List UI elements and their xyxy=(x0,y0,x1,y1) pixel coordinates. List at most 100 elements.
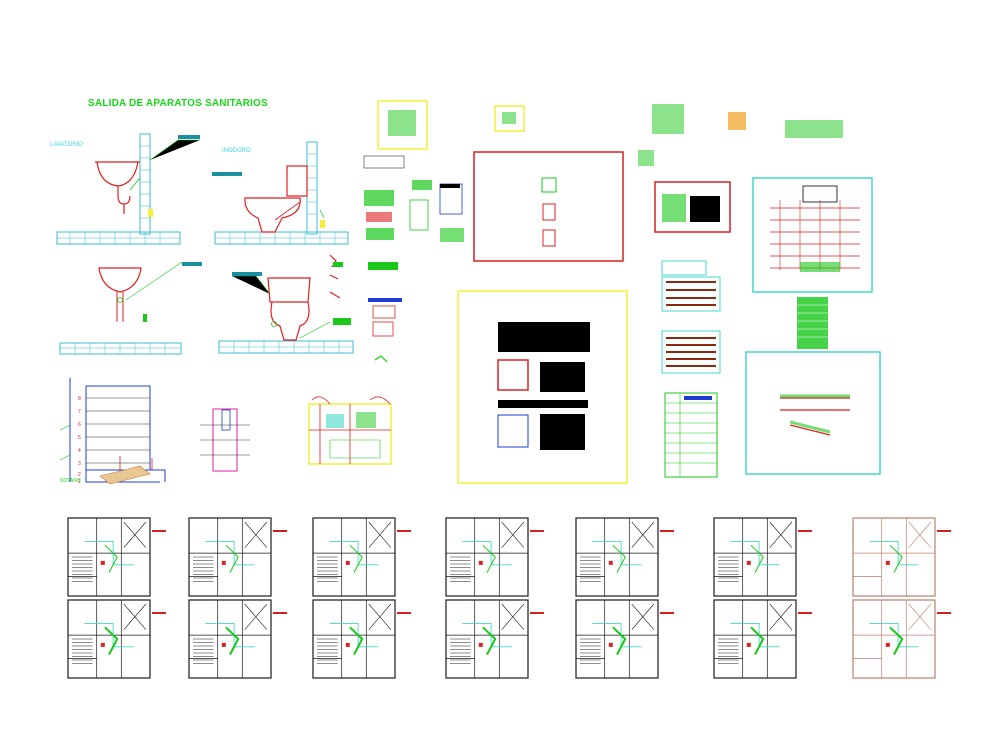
floor-plan xyxy=(852,599,936,679)
cyan-frame-riser-diagram xyxy=(752,177,873,293)
fixture-marker xyxy=(608,560,613,565)
drain-run xyxy=(889,544,903,573)
red-frame-legend xyxy=(654,181,731,233)
plan-title-bar xyxy=(397,612,411,614)
fixture-marker xyxy=(746,642,751,647)
drain-run xyxy=(225,544,239,573)
plan-title-bar xyxy=(530,612,544,614)
floor-number-6: 6 xyxy=(78,422,81,428)
floor-plan-walls xyxy=(446,600,528,678)
drain-run xyxy=(889,626,904,656)
drain-run xyxy=(482,626,497,656)
floor-number-3: 3 xyxy=(78,461,81,467)
lavatory-label: LAVATORIO xyxy=(50,142,83,148)
floor-plan-grid xyxy=(67,517,951,679)
plan-title-bar xyxy=(530,530,544,532)
fixture-marker xyxy=(345,560,350,565)
floor-plan-walls xyxy=(446,518,528,596)
floor-plan-void-mark xyxy=(368,603,392,630)
floor-plan xyxy=(312,517,396,597)
fixture-marker xyxy=(478,642,483,647)
floor-plan-walls xyxy=(189,600,271,678)
lavatory-elevation-detail xyxy=(56,133,200,245)
red-frame-sheet xyxy=(473,151,624,262)
floor-plan-walls xyxy=(576,518,658,596)
fixture-marker xyxy=(885,642,890,647)
plan-title-bar xyxy=(397,530,411,532)
drain-run xyxy=(225,626,240,656)
fixture-marker xyxy=(608,642,613,647)
floor-plan-void-mark xyxy=(501,603,525,630)
plan-title-bar xyxy=(273,612,287,614)
plan-title-bar xyxy=(660,612,674,614)
lavatory-front-detail xyxy=(59,261,202,355)
floor-plan xyxy=(575,517,659,597)
floor-plan-void-mark xyxy=(769,603,793,630)
floor-number-8: 8 xyxy=(78,396,81,402)
drain-run xyxy=(612,626,627,656)
cyan-frame-isometric xyxy=(745,351,881,475)
plan-title-bar xyxy=(798,612,812,614)
floor-plan xyxy=(852,517,936,597)
floor-plan-void-mark xyxy=(908,521,932,548)
plan-title-bar xyxy=(152,530,166,532)
shaft-plan-detail xyxy=(200,408,250,472)
drain-run xyxy=(482,544,496,573)
drain-run xyxy=(349,544,363,573)
toilet-front-detail xyxy=(218,272,354,354)
floor-plan-void-mark xyxy=(123,603,147,630)
drain-run xyxy=(750,626,765,656)
floor-plan-walls xyxy=(313,518,395,596)
floor-plan-walls xyxy=(189,518,271,596)
plan-title-bar xyxy=(152,612,166,614)
yellow-frame-sheet xyxy=(457,290,628,484)
floor-number-2: 2 xyxy=(78,472,81,478)
floor-plan-void-mark xyxy=(908,603,932,630)
fixture-marker xyxy=(885,560,890,565)
fixture-marker xyxy=(746,560,751,565)
small-detail-cluster xyxy=(329,155,464,363)
floor-plan-void-mark xyxy=(244,603,268,630)
floor-plan-void-mark xyxy=(501,521,525,548)
floor-plan-void-mark xyxy=(631,603,655,630)
floor-plan-void-mark xyxy=(123,521,147,548)
floor-plan-void-mark xyxy=(368,521,392,548)
drain-run xyxy=(104,626,119,656)
floor-plan-walls xyxy=(714,600,796,678)
floor-plan xyxy=(713,599,797,679)
fixture-marker xyxy=(221,560,226,565)
fixture-marker xyxy=(478,560,483,565)
floor-plan xyxy=(312,599,396,679)
floor-plan xyxy=(188,517,272,597)
notes-tables xyxy=(661,260,721,478)
floor-plan xyxy=(713,517,797,597)
toilet-label: INODORO xyxy=(222,148,251,154)
floor-number-7: 7 xyxy=(78,409,81,415)
floor-plan xyxy=(445,517,529,597)
floor-plan-void-mark xyxy=(244,521,268,548)
floor-plan-walls xyxy=(68,600,150,678)
floor-plan xyxy=(188,599,272,679)
floor-number-5: 5 xyxy=(78,435,81,441)
toilet-elevation-detail xyxy=(212,141,349,245)
green-table-column xyxy=(797,297,828,349)
floor-plan-walls xyxy=(576,600,658,678)
floor-plan-void-mark xyxy=(631,521,655,548)
fixture-marker xyxy=(100,642,105,647)
plan-title-bar xyxy=(660,530,674,532)
floor-number-1: 1 xyxy=(78,479,81,485)
floor-plan xyxy=(575,599,659,679)
floor-plan xyxy=(67,599,151,679)
drawing-title: SALIDA DE APARATOS SANITARIOS xyxy=(88,98,268,109)
riser-section-diagram: 8 7 6 5 4 3 2 1 xyxy=(59,378,166,485)
floor-plan-walls xyxy=(853,600,935,678)
floor-plan-walls xyxy=(313,600,395,678)
fixture-marker xyxy=(221,642,226,647)
floor-number-4: 4 xyxy=(78,448,81,454)
drain-run xyxy=(349,626,364,656)
plan-title-bar xyxy=(937,530,951,532)
drain-run xyxy=(104,544,118,573)
fixture-marker xyxy=(100,560,105,565)
